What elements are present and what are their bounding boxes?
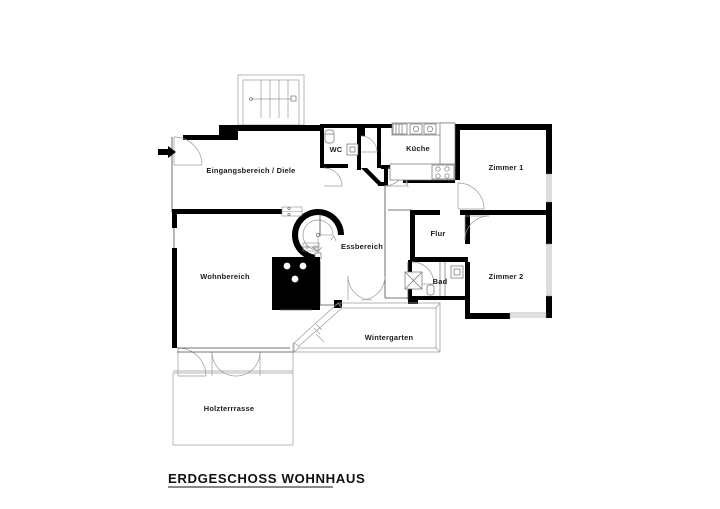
- room-label-wohnbereich: Wohnbereich: [200, 272, 250, 281]
- room-label-bad: Bad: [433, 277, 448, 286]
- spiral-staircase: [292, 209, 344, 262]
- bad-fixtures: [404, 262, 464, 296]
- entrance-direction-arrow: [158, 146, 176, 158]
- room-label-essbereich: Essbereich: [341, 242, 383, 251]
- room-label-eingangsbereich: Eingangsbereich / Diele: [206, 166, 295, 175]
- upper-stair-run: [237, 74, 305, 126]
- structural-walls: [171, 124, 552, 348]
- holzterrasse-outline: [172, 343, 294, 446]
- room-label-flur: Flur: [431, 229, 446, 238]
- kitchen-fixtures: [389, 122, 456, 181]
- room-label-wc: WC: [330, 145, 343, 154]
- room-label-zimmer-1: Zimmer 1: [489, 163, 524, 172]
- page-title: ERDGESCHOSS WOHNHAUS: [168, 471, 365, 486]
- fireplace: [272, 257, 320, 311]
- room-label-wintergarten: Wintergarten: [365, 333, 414, 342]
- windows: [281, 173, 552, 318]
- lower-boundaries: [177, 297, 408, 353]
- room-label-zimmer-2: Zimmer 2: [489, 272, 524, 281]
- wintergarten-structure: [293, 302, 441, 353]
- room-label-holzterrasse: Holzterrrasse: [204, 404, 255, 413]
- title-block: ERDGESCHOSS WOHNHAUS: [168, 471, 365, 488]
- wc-fixtures: [324, 129, 359, 156]
- room-labels: Eingangsbereich / Diele WC Küche Zimmer …: [200, 144, 523, 413]
- room-label-kueche: Küche: [406, 144, 430, 153]
